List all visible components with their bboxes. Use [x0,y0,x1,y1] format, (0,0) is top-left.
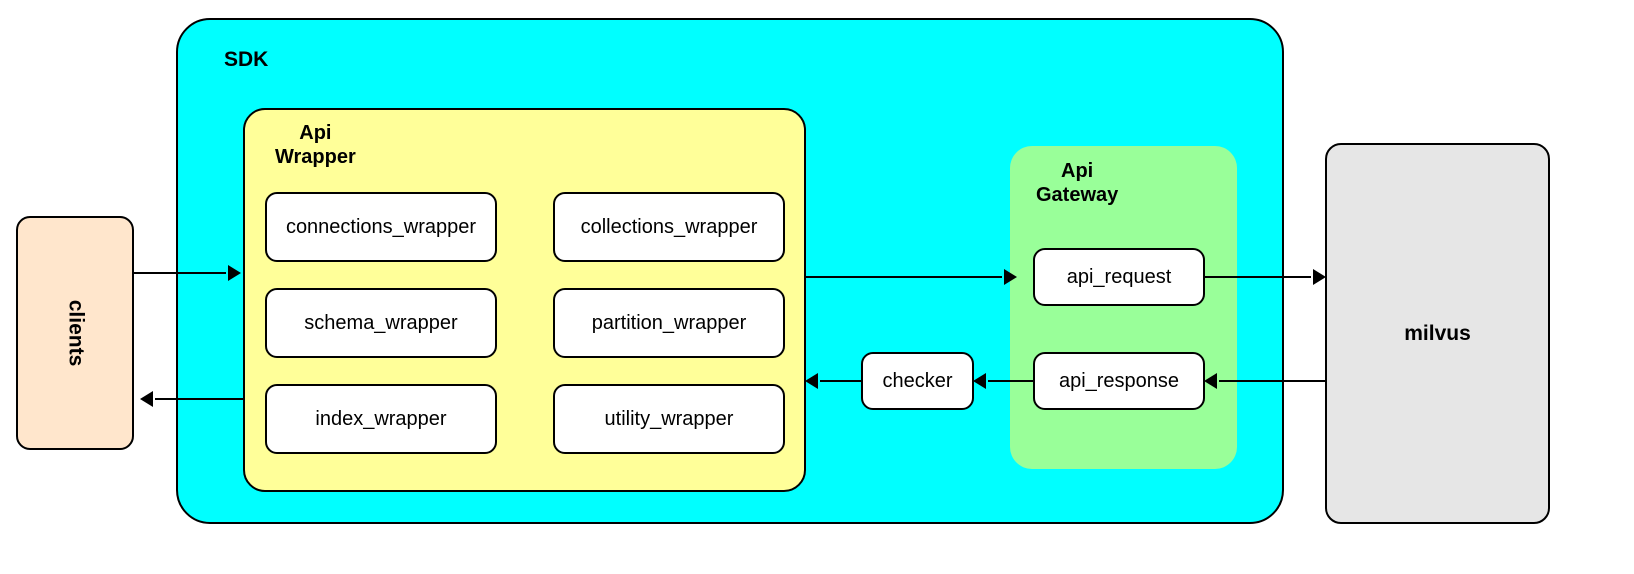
edge-api-request-to-milvus [1205,276,1311,278]
node-milvus[interactable]: milvus [1325,143,1550,524]
container-api-gateway: Api Gateway [1010,146,1237,469]
node-utility-wrapper[interactable]: utility_wrapper [553,384,785,454]
container-sdk-label: SDK [224,48,269,71]
edge-api-response-to-checker [988,380,1033,382]
edge-checker-to-api-wrapper [820,380,861,382]
node-clients-label: clients [64,299,87,367]
node-label: schema_wrapper [304,311,458,334]
node-label: utility_wrapper [604,407,734,430]
node-partition-wrapper[interactable]: partition_wrapper [553,288,785,358]
node-label: connections_wrapper [285,215,477,238]
edge-api-wrapper-to-clients [155,398,243,400]
node-api-request[interactable]: api_request [1033,248,1205,306]
node-connections-wrapper[interactable]: connections_wrapper [265,192,497,262]
container-api-wrapper-label: Api Wrapper [275,122,356,168]
node-checker[interactable]: checker [861,352,974,410]
node-label: index_wrapper [315,407,447,430]
node-label: checker [882,369,953,392]
node-label: api_response [1058,369,1180,392]
edge-milvus-to-api-response [1219,380,1325,382]
edge-clients-to-api-wrapper [134,272,226,274]
node-schema-wrapper[interactable]: schema_wrapper [265,288,497,358]
node-clients[interactable]: clients [16,216,134,450]
node-label: api_request [1066,265,1172,288]
node-index-wrapper[interactable]: index_wrapper [265,384,497,454]
node-milvus-label: milvus [1404,321,1471,345]
node-api-response[interactable]: api_response [1033,352,1205,410]
edge-api-wrapper-to-api-gateway [806,276,1002,278]
container-api-gateway-label: Api Gateway [1036,160,1119,206]
node-label: collections_wrapper [580,215,758,238]
node-label: partition_wrapper [591,311,747,334]
node-collections-wrapper[interactable]: collections_wrapper [553,192,785,262]
